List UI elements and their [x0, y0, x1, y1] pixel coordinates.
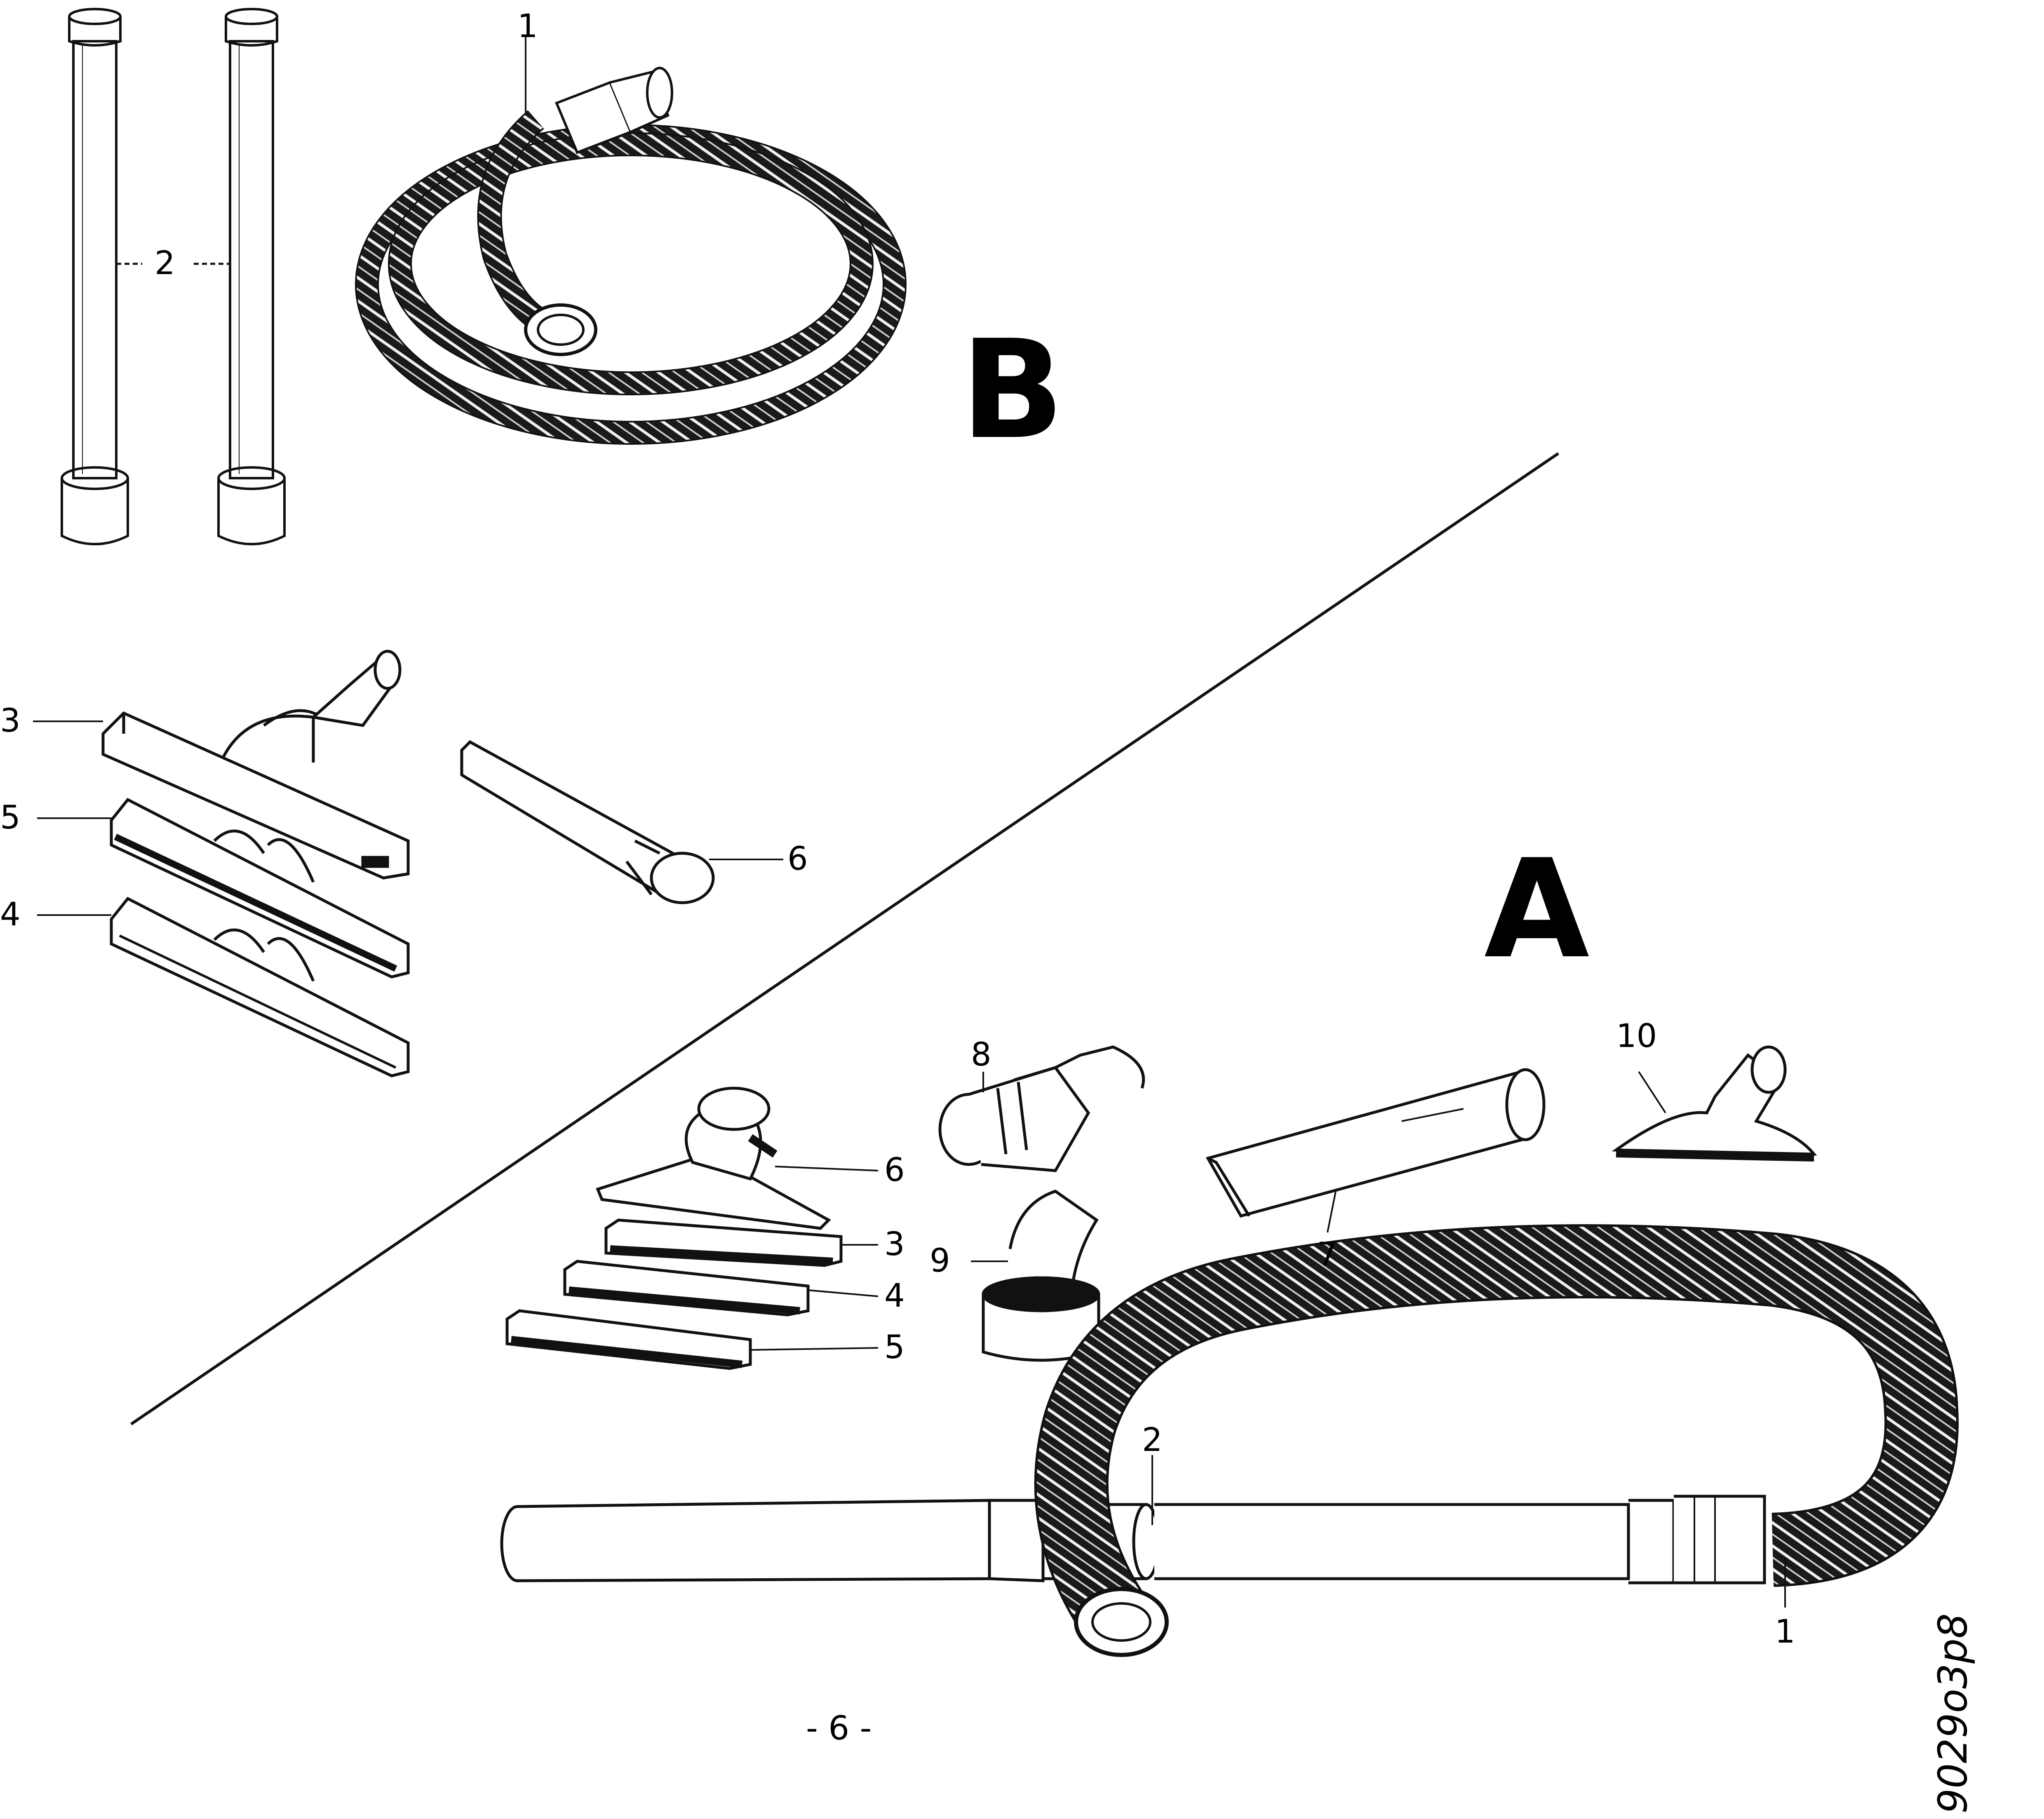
b-label-insert-5: 5 [0, 799, 21, 836]
a-insert-strip-4 [563, 1260, 810, 1317]
a-label-adapter-8: 8 [971, 1036, 991, 1073]
a-label-elbow-9: 9 [930, 1242, 950, 1279]
a-label-strip-4: 4 [884, 1277, 905, 1314]
a-label-crevice-7: 7 [1317, 1236, 1338, 1273]
a-dusting-brush-10 [1612, 1045, 1817, 1162]
a-label-strip-3: 3 [884, 1226, 905, 1263]
b-floor-nozzle [101, 650, 410, 880]
b-nozzle-insert-4 [110, 897, 410, 1077]
page-number: - 6 - [806, 1709, 872, 1747]
b-extension-tube-left [61, 8, 129, 545]
b-nozzle-insert-5 [110, 798, 410, 979]
b-label-floor-nozzle: 3 [0, 702, 21, 739]
section-a [500, 1045, 1959, 1657]
a-label-nozzle-6: 6 [884, 1152, 905, 1189]
a-insert-strip-5 [505, 1309, 752, 1370]
section-b-label: B [961, 311, 1064, 469]
b-label-insert-4: 4 [0, 896, 21, 933]
b-crevice-tool [460, 740, 715, 904]
b-extension-tube-right [217, 8, 286, 545]
drawing-code: 9029o3p8 [1930, 1613, 1976, 1814]
a-extension-tube [500, 1495, 1766, 1584]
a-label-strip-5: 5 [884, 1329, 905, 1366]
b-coiled-hose [355, 67, 907, 445]
section-b [33, 8, 907, 1077]
a-suction-hose [1034, 1224, 1959, 1657]
b-label-crevice: 6 [787, 840, 808, 878]
a-adapter-8 [938, 1045, 1145, 1172]
section-a-label: A [1484, 830, 1591, 988]
section-divider-line [130, 452, 1559, 1425]
a-insert-strip-3 [604, 1218, 843, 1267]
a-crevice-tool-7 [1205, 1068, 1546, 1218]
b-label-hose: 1 [517, 8, 538, 45]
b-label-tubes: 2 [155, 245, 175, 282]
a-strip-4-leader [808, 1289, 879, 1297]
a-label-brush-10: 10 [1616, 1018, 1657, 1055]
a-brush-10-leader [1638, 1071, 1666, 1114]
a-crevice-7-leader [1327, 1191, 1337, 1233]
a-upholstery-nozzle-6 [596, 1087, 831, 1230]
a-elbow-9 [982, 1190, 1100, 1362]
a-label-tube-2: 2 [1142, 1422, 1163, 1459]
a-strip-5-leader [750, 1347, 879, 1351]
a-label-hose-1: 1 [1775, 1613, 1795, 1650]
a-nozzle-6-leader [775, 1166, 879, 1171]
